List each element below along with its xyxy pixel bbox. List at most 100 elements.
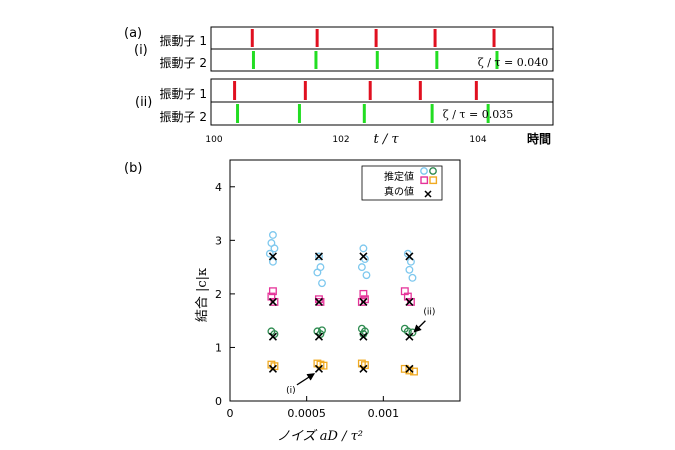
- x-axis-label: ノイズ aD / τ²: [277, 428, 363, 444]
- y-tick-label: 1: [215, 341, 222, 354]
- panel-label-b: (b): [124, 161, 142, 176]
- true-value-point-0: [268, 252, 277, 261]
- timeline-time-label: 時間: [527, 131, 551, 146]
- true-value-x-stroke: [268, 364, 277, 373]
- true-value-x-stroke: [268, 297, 277, 306]
- estimate-point-s0-11: [357, 263, 366, 272]
- legend-true-label: 真の値: [384, 185, 414, 198]
- panel-label-ii: (ii): [135, 95, 152, 110]
- zeta-label-i: ζ / τ = 0.040: [478, 56, 548, 69]
- x-tick-label: 0.001: [368, 407, 400, 420]
- true-value-x-stroke: [268, 332, 277, 341]
- estimate-point-s1-10: [406, 297, 415, 306]
- true-value-x-stroke: [405, 332, 414, 341]
- true-value-point-7: [405, 297, 414, 306]
- panel-label-i: (i): [134, 43, 148, 58]
- true-value-x-stroke: [359, 252, 368, 261]
- estimate-point-s1-7: [357, 297, 366, 306]
- timeline-tick-102: 102: [332, 135, 349, 145]
- true-value-point-1: [314, 252, 323, 261]
- y-tick-label: 3: [215, 234, 222, 247]
- y-axis-label: 結合 |c|κ: [195, 268, 210, 322]
- legend-marker-cyan: [420, 167, 428, 175]
- annotation-label-1: (ii): [423, 308, 435, 318]
- row-label-osc2-ii: 振動子 2: [160, 110, 207, 124]
- x-tick-label: 0: [227, 407, 234, 420]
- true-value-point-2: [359, 252, 368, 261]
- estimate-point-s0-7: [313, 268, 322, 277]
- estimate-point-s0-5: [314, 252, 323, 261]
- true-value-point-11: [405, 332, 414, 341]
- true-value-point-4: [268, 297, 277, 306]
- timeline-spikes: [233, 29, 499, 123]
- true-value-x-stroke: [314, 364, 323, 373]
- zeta-label-ii: ζ / τ = 0.035: [443, 108, 513, 121]
- timeline-frames: [210, 26, 554, 126]
- true-value-x-stroke: [359, 332, 368, 341]
- annotation-arrow-0: [296, 373, 316, 386]
- true-value-point-13: [314, 364, 323, 373]
- legend-marker-magenta: [420, 176, 429, 185]
- true-value-point-8: [268, 332, 277, 341]
- legend-estimate-label: 推定値: [384, 170, 414, 183]
- legend: 推定値 真の値: [361, 165, 443, 201]
- true-value-x-stroke: [405, 252, 414, 261]
- estimate-point-s0-2: [270, 244, 279, 253]
- true-value-point-6: [359, 297, 368, 306]
- timeline-tick-104: 104: [469, 135, 486, 145]
- y-tick-label: 2: [215, 288, 222, 301]
- legend-marker-orange: [429, 176, 438, 185]
- estimate-point-s0-4: [268, 257, 277, 266]
- estimate-point-s1-2: [270, 297, 279, 306]
- y-tick-label: 4: [215, 181, 222, 194]
- true-value-x-stroke: [314, 332, 323, 341]
- scatter-points: [265, 231, 418, 376]
- timeline-xaxis-label: t / τ: [373, 132, 399, 147]
- true-value-x-stroke: [314, 297, 323, 306]
- estimate-point-s0-9: [359, 244, 368, 253]
- true-value-x-stroke: [405, 297, 414, 306]
- panel-label-a: (a): [124, 26, 142, 41]
- row-label-osc1-i: 振動子 1: [160, 34, 207, 48]
- timeline-tick-100: 100: [205, 135, 222, 145]
- true-value-point-15: [405, 364, 414, 373]
- true-value-points: [268, 252, 414, 373]
- estimate-point-s0-16: [408, 273, 417, 282]
- legend-marker-x: [424, 190, 432, 198]
- estimate-point-s3-9: [410, 367, 418, 376]
- estimate-point-s3-8: [405, 366, 414, 375]
- estimate-point-s1-0: [268, 287, 277, 296]
- estimate-point-s1-5: [359, 289, 368, 298]
- true-value-point-10: [359, 332, 368, 341]
- estimate-point-s0-3: [265, 249, 274, 258]
- true-value-point-9: [314, 332, 323, 341]
- estimate-point-s3-4: [319, 361, 328, 370]
- true-value-x-stroke: [268, 252, 277, 261]
- y-tick-label: 0: [215, 395, 222, 408]
- legend-marker-green: [429, 167, 437, 175]
- panel-b-scatter: (b) 0 0.0005 0.001 0 1 2 3 4 (i) (ii) 推定値 真の値 ノイ…: [124, 159, 461, 444]
- true-value-point-5: [314, 297, 323, 306]
- estimate-point-s0-8: [318, 279, 326, 288]
- true-value-point-12: [268, 364, 277, 373]
- plot-frame: [229, 159, 461, 402]
- estimate-point-s0-15: [405, 265, 414, 274]
- axis-ticks: 0 0.0005 0.001 0 1 2 3 4: [215, 181, 399, 420]
- row-label-osc2-i: 振動子 2: [160, 56, 207, 70]
- estimate-point-s0-12: [362, 271, 371, 280]
- panel-a-timeline: (a) (i) (ii) 振動子 1 振動子 2 振動子 1 振動子 2 ζ /…: [124, 26, 554, 147]
- annotation-arrow-1: [413, 320, 426, 333]
- x-tick-label: 0.0005: [287, 407, 326, 420]
- true-value-point-14: [359, 364, 368, 373]
- true-value-point-3: [405, 252, 414, 261]
- annotation-label-0: (i): [286, 386, 296, 396]
- true-value-x-stroke: [359, 297, 368, 306]
- estimate-point-s3-7: [400, 364, 409, 373]
- true-value-x-stroke: [314, 252, 323, 261]
- true-value-x-stroke: [405, 364, 414, 373]
- estimate-point-s1-4: [316, 297, 325, 306]
- true-value-x-stroke: [359, 364, 368, 373]
- row-label-osc1-ii: 振動子 1: [160, 87, 207, 101]
- annotations: (i) (ii): [286, 308, 435, 396]
